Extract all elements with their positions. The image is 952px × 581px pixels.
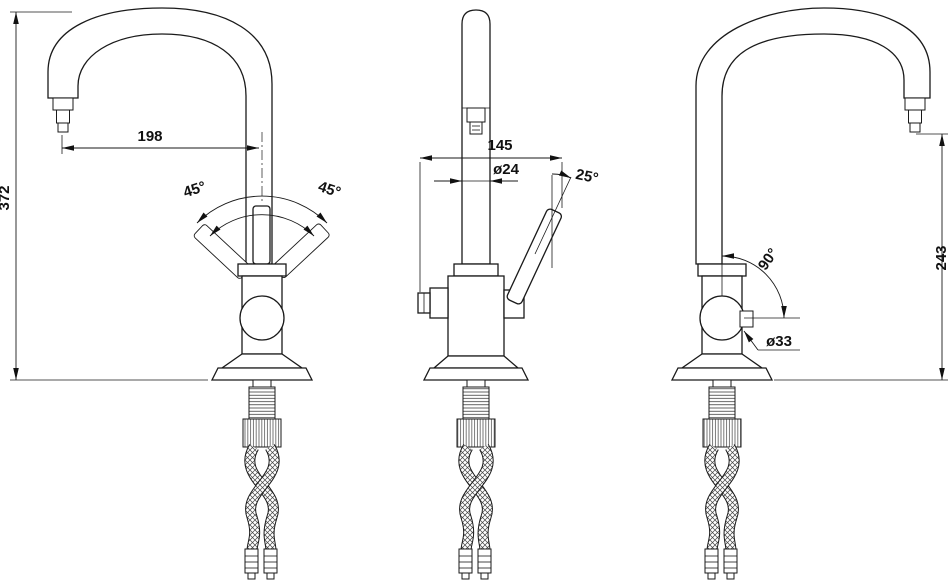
body-flare: [219, 353, 305, 369]
shank-neck: [712, 379, 732, 388]
front-view: 145 ø24 25°: [417, 9, 600, 580]
body-flare: [679, 353, 765, 369]
hose-fitting: [723, 548, 738, 574]
hose-fitting: [477, 548, 492, 574]
gooseneck-spout: [695, 7, 931, 265]
supply-hoses: [458, 444, 494, 580]
base-plate: [422, 367, 530, 381]
right-side-view: 90° ø33 243: [670, 7, 950, 580]
handle-lever: [506, 208, 563, 305]
dim-overall-width-label: 145: [487, 137, 512, 154]
body-flare: [432, 355, 520, 369]
aerator-front: [469, 121, 483, 135]
dim-swing-left-label: 45°: [181, 178, 208, 201]
supply-hoses: [704, 444, 740, 580]
mounting-nut: [242, 418, 282, 448]
ball-joint: [239, 295, 285, 341]
spout-nozzle: [52, 97, 74, 111]
spout-nozzle: [904, 97, 926, 111]
dim-spout-diameter-label: ø24: [493, 161, 520, 178]
threaded-shank: [462, 386, 490, 420]
dim-handle-swivel-label: 90°: [755, 245, 782, 273]
shank-neck: [466, 379, 486, 388]
dim-overall-width: 145: [419, 137, 563, 292]
dim-overall-height-label: 372: [0, 185, 13, 210]
hose-fitting: [263, 548, 278, 574]
hose-fitting: [244, 548, 259, 574]
spout-column: [461, 9, 491, 265]
mounting-nut: [702, 418, 742, 448]
dim-spout-height: 243: [774, 133, 950, 381]
dim-spout-reach: 198: [61, 128, 259, 154]
threaded-shank: [248, 386, 276, 420]
side-outlet: [429, 287, 449, 319]
mounting-nut: [456, 418, 496, 448]
hose-fitting: [458, 548, 473, 574]
spout-tip: [908, 109, 922, 124]
dim-handle-swing: 45° 45°: [181, 178, 343, 237]
handle-stub: [739, 310, 754, 328]
hose-fitting: [704, 548, 719, 574]
dim-handle-tilt: 25°: [534, 166, 600, 268]
spout-nozzle-front: [466, 107, 486, 123]
base-plate: [670, 367, 774, 381]
body-collar: [237, 263, 287, 277]
body: [447, 275, 505, 357]
gooseneck-spout: [47, 7, 273, 265]
dim-overall-height: 372: [0, 11, 208, 381]
dim-body-diameter-label: ø33: [766, 333, 792, 350]
supply-hoses: [244, 444, 280, 580]
threaded-shank: [708, 386, 736, 420]
base-plate: [210, 367, 314, 381]
dim-body-diameter: ø33: [743, 330, 800, 351]
dim-spout-diameter: ø24: [434, 161, 520, 184]
body-collar: [453, 263, 499, 277]
dim-handle-tilt-label: 25°: [574, 166, 600, 187]
dim-spout-reach-label: 198: [137, 128, 162, 145]
ball-joint: [699, 295, 745, 341]
spout-tip: [56, 109, 70, 124]
dim-spout-height-label: 243: [933, 245, 950, 270]
shank-neck: [252, 379, 272, 388]
aerator: [909, 122, 921, 133]
aerator: [57, 122, 69, 133]
left-side-view: 198 372 45° 45°: [0, 7, 343, 580]
dim-swing-right-label: 45°: [316, 178, 343, 201]
